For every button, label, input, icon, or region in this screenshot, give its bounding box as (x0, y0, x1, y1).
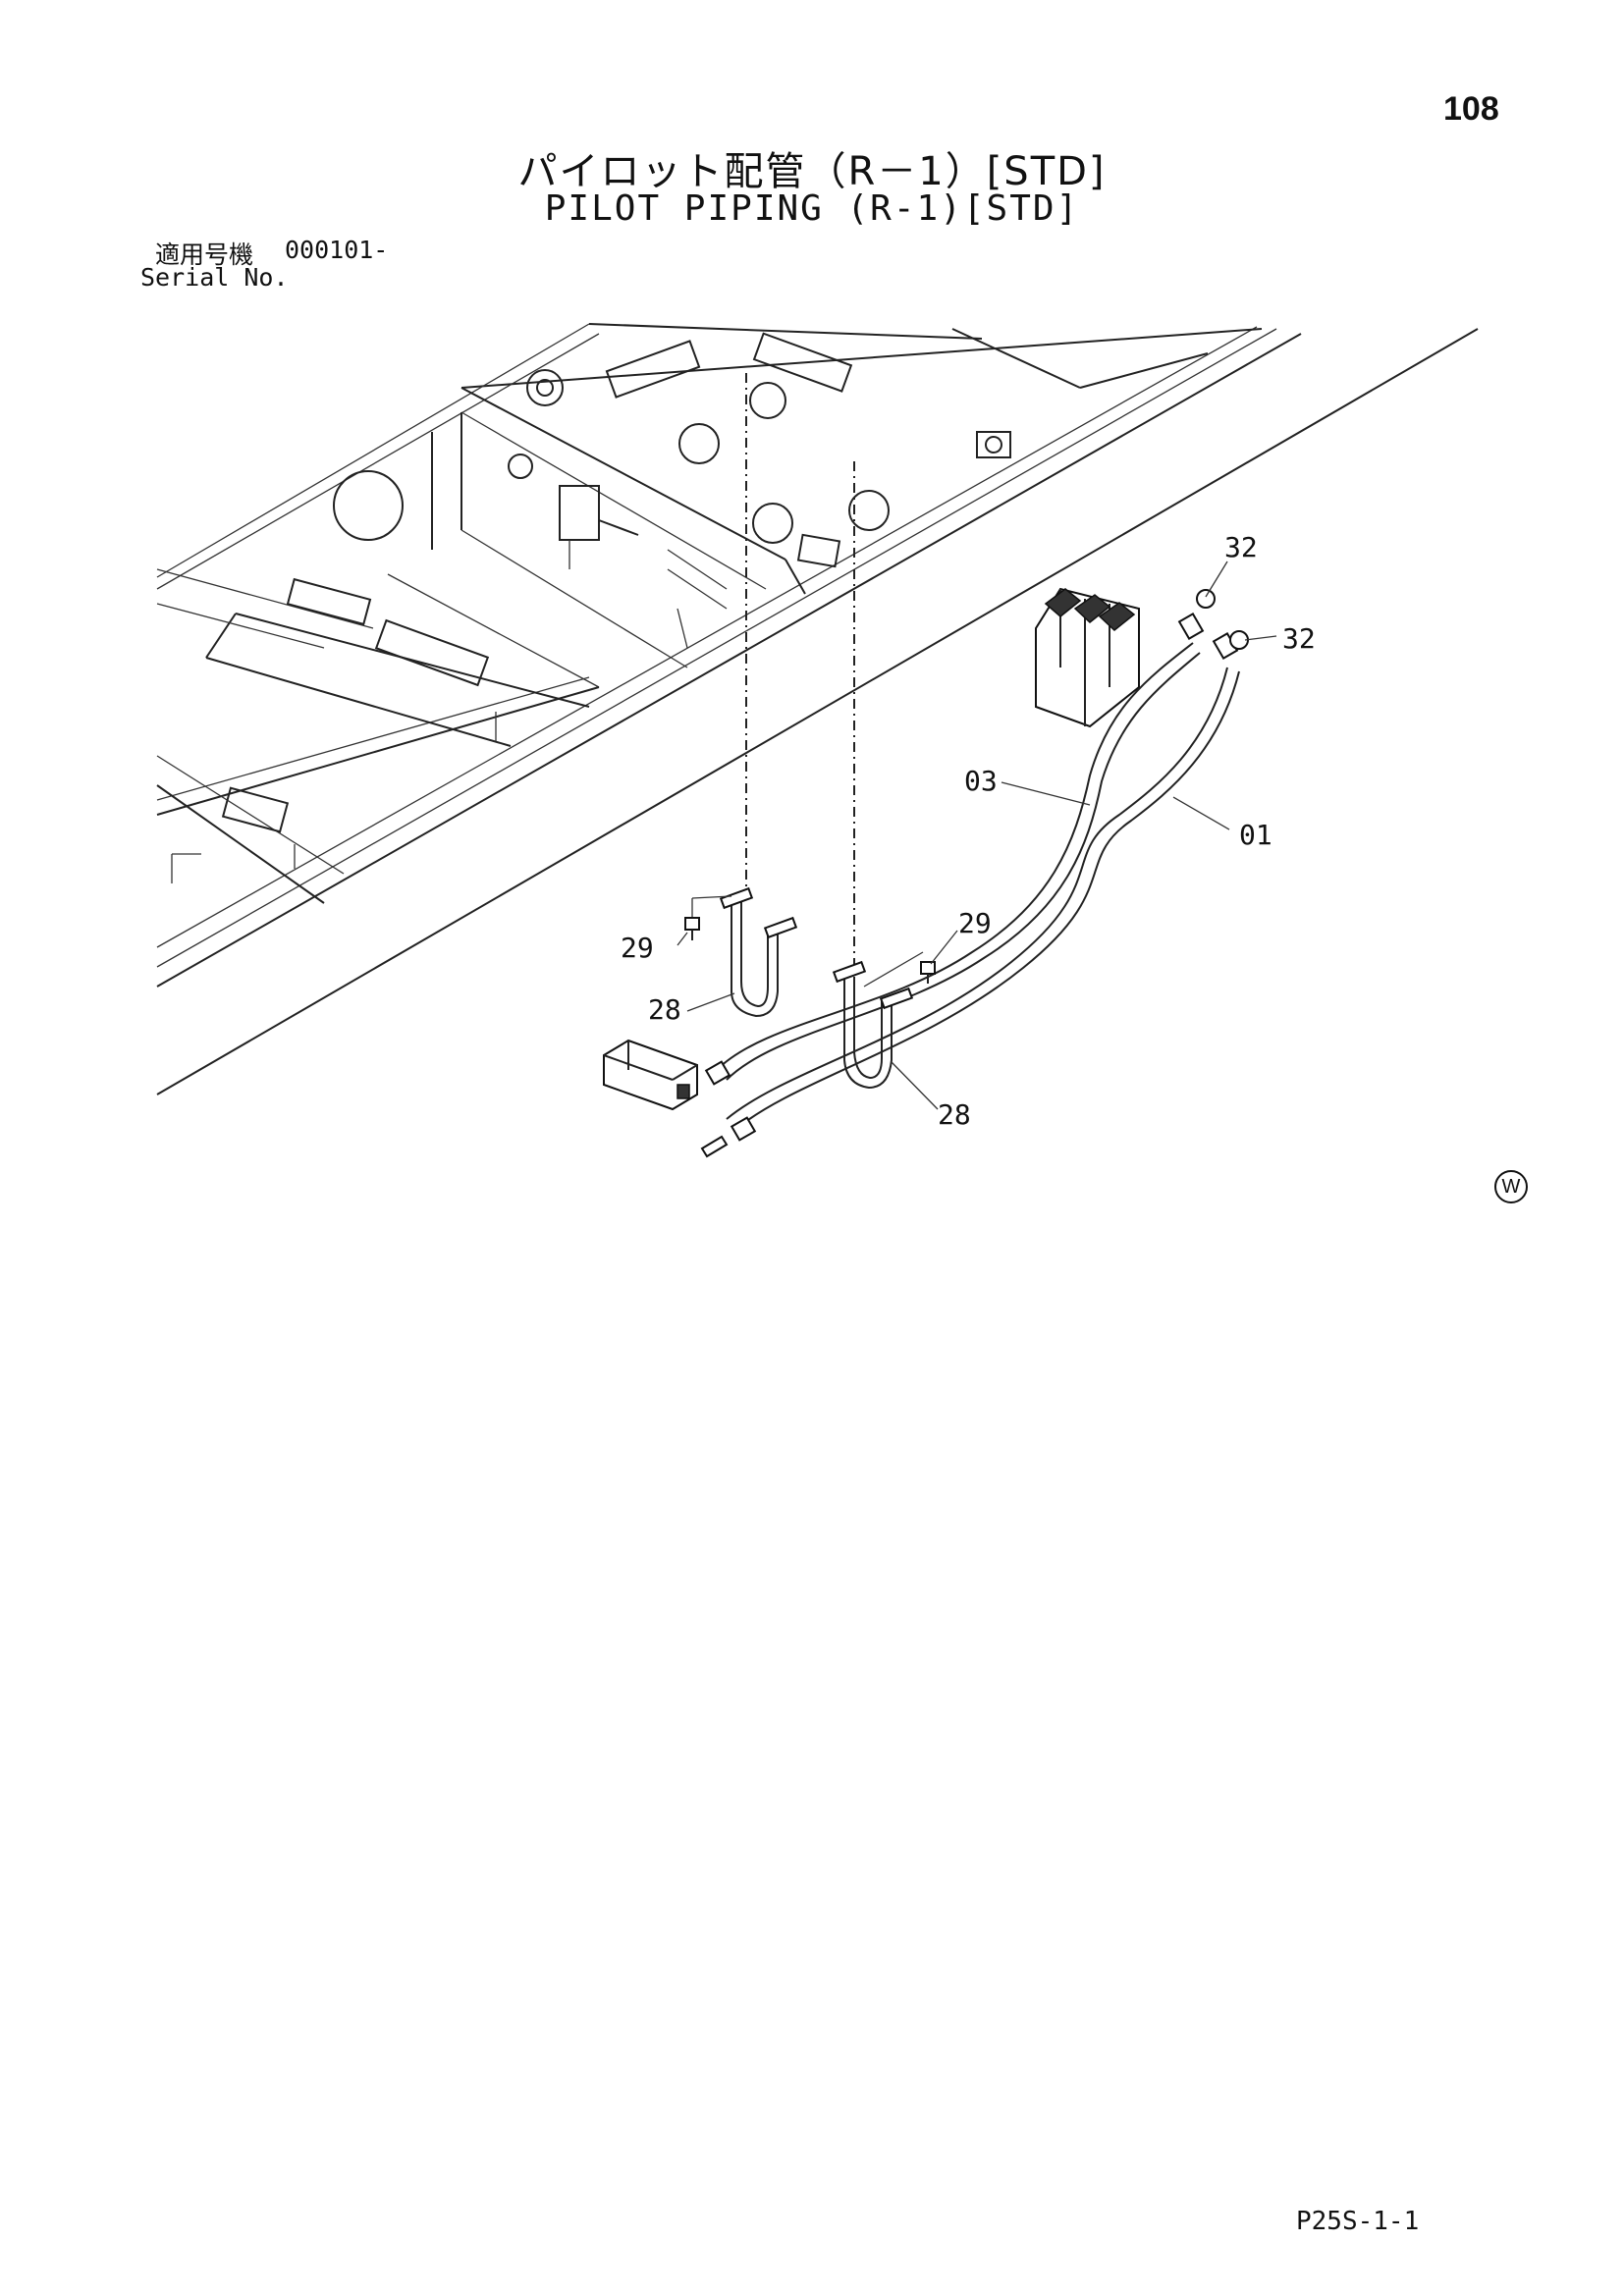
callout-28-right: 28 (938, 1098, 971, 1131)
hose-03 (716, 642, 1201, 1081)
title-english: PILOT PIPING (R-1)[STD] (544, 188, 1080, 229)
callout-29-left: 29 (621, 932, 654, 964)
footer-figure-code: P25S-1-1 (1296, 2207, 1420, 2236)
pressure-switch (603, 1039, 698, 1111)
fittings (700, 589, 1249, 1158)
watermark-symbol: W (1494, 1170, 1528, 1203)
callout-32-right: 32 (1282, 622, 1316, 655)
pilot-valve (1035, 587, 1140, 728)
serial-label-english: Serial No. (140, 263, 289, 292)
callout-28-left: 28 (648, 993, 681, 1026)
callout-01: 01 (1239, 819, 1272, 851)
serial-number-value: 000101- (285, 236, 389, 264)
callout-03: 03 (964, 765, 998, 797)
bolts (684, 895, 936, 988)
leader-lines (677, 561, 1277, 1110)
serial-label-japanese: 適用号機 (155, 240, 254, 269)
callout-29-right: 29 (958, 907, 992, 939)
pilot-piping-diagram: 32 32 03 01 29 29 28 28 (156, 323, 1479, 1158)
upperstructure-frame (156, 323, 1479, 1095)
title-japanese: パイロット配管（R－1）[STD] (517, 149, 1107, 194)
page-number: 108 (1443, 90, 1499, 128)
clamp-brackets (719, 373, 914, 1090)
callout-32-top: 32 (1224, 531, 1258, 563)
hose-01 (726, 667, 1240, 1130)
